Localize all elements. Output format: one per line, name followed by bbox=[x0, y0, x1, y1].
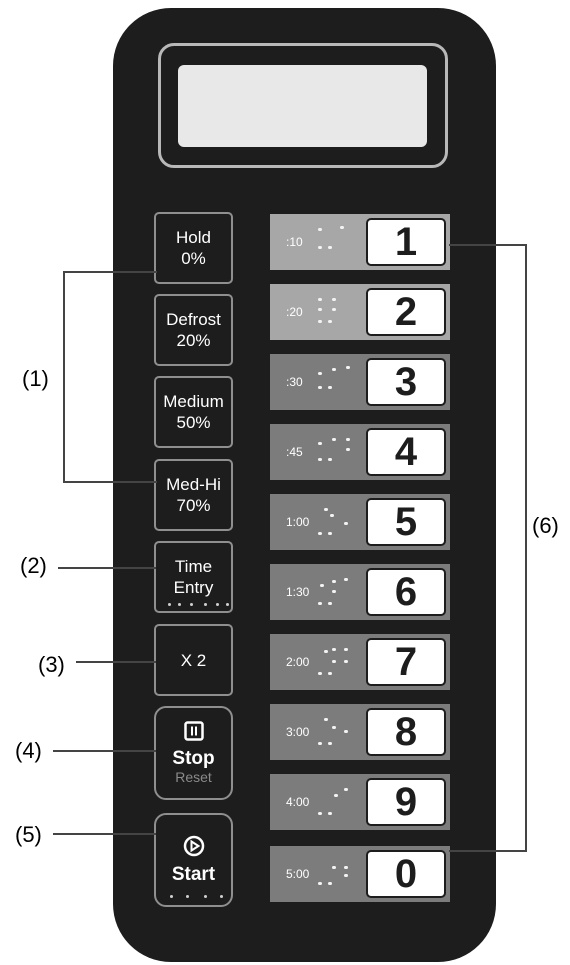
play-icon bbox=[183, 835, 205, 862]
time-preset: 1:30 bbox=[286, 585, 310, 599]
number-key-5[interactable]: 1:00 5 bbox=[270, 494, 450, 550]
number-key-6[interactable]: 1:30 6 bbox=[270, 564, 450, 620]
callout-3: (3) bbox=[38, 652, 65, 677]
medium-button[interactable]: Medium 50% bbox=[154, 376, 233, 448]
x2-button[interactable]: X 2 bbox=[154, 624, 233, 696]
medium-label: Medium bbox=[163, 392, 224, 411]
callout-6: (6) bbox=[532, 513, 559, 538]
defrost-power: 20% bbox=[176, 331, 211, 350]
bracket-6-bottom bbox=[449, 850, 527, 852]
braille-dots bbox=[310, 854, 360, 894]
digit-label: 5 bbox=[366, 498, 446, 546]
braille-dots bbox=[310, 432, 360, 472]
med-hi-power: 70% bbox=[176, 496, 211, 515]
digit-label: 8 bbox=[366, 708, 446, 756]
digit-label: 3 bbox=[366, 358, 446, 406]
time-preset: :30 bbox=[286, 375, 303, 389]
callout-5: (5) bbox=[15, 822, 42, 847]
braille-dots bbox=[310, 502, 360, 542]
leader-5 bbox=[53, 833, 156, 835]
braille-dots bbox=[156, 603, 231, 607]
start-button[interactable]: Start bbox=[154, 813, 233, 907]
stop-reset-button[interactable]: Stop Reset bbox=[154, 706, 233, 800]
braille-dots bbox=[310, 712, 360, 752]
number-key-0[interactable]: 5:00 0 bbox=[270, 846, 450, 902]
callout-1: (1) bbox=[22, 366, 49, 391]
start-label: Start bbox=[171, 864, 216, 885]
med-hi-button[interactable]: Med-Hi 70% bbox=[154, 459, 233, 531]
time-preset: :10 bbox=[286, 235, 303, 249]
leader-2 bbox=[58, 567, 156, 569]
digit-label: 0 bbox=[366, 850, 446, 898]
bracket-1-top bbox=[63, 271, 157, 273]
leader-4 bbox=[53, 750, 156, 752]
braille-dots bbox=[310, 572, 360, 612]
number-key-2[interactable]: :20 2 bbox=[270, 284, 450, 340]
number-key-4[interactable]: :45 4 bbox=[270, 424, 450, 480]
time-entry-label-2: Entry bbox=[173, 578, 214, 597]
number-key-1[interactable]: :10 1 bbox=[270, 214, 450, 270]
x2-label: X 2 bbox=[180, 650, 207, 670]
hold-power: 0% bbox=[181, 249, 206, 268]
digit-label: 7 bbox=[366, 638, 446, 686]
defrost-label: Defrost bbox=[166, 310, 221, 329]
time-preset: 5:00 bbox=[286, 867, 310, 881]
reset-label: Reset bbox=[175, 769, 212, 785]
defrost-button[interactable]: Defrost 20% bbox=[154, 294, 233, 366]
time-preset: :20 bbox=[286, 305, 303, 319]
digit-label: 2 bbox=[366, 288, 446, 336]
number-key-3[interactable]: :30 3 bbox=[270, 354, 450, 410]
bracket-1-vertical bbox=[63, 271, 65, 483]
pause-icon bbox=[183, 721, 204, 746]
time-preset: 3:00 bbox=[286, 725, 310, 739]
number-key-7[interactable]: 2:00 7 bbox=[270, 634, 450, 690]
digit-label: 1 bbox=[366, 218, 446, 266]
braille-dots bbox=[310, 292, 360, 332]
digit-label: 4 bbox=[366, 428, 446, 476]
braille-dots bbox=[310, 222, 360, 262]
time-preset: 2:00 bbox=[286, 655, 310, 669]
digit-label: 6 bbox=[366, 568, 446, 616]
medium-power: 50% bbox=[176, 413, 211, 432]
hold-label: Hold bbox=[176, 228, 211, 247]
digit-label: 9 bbox=[366, 778, 446, 826]
bracket-1-bottom bbox=[63, 481, 157, 483]
hold-button[interactable]: Hold 0% bbox=[154, 212, 233, 284]
time-preset: 1:00 bbox=[286, 515, 310, 529]
bracket-6-vertical bbox=[525, 244, 527, 852]
time-preset: 4:00 bbox=[286, 795, 310, 809]
number-key-8[interactable]: 3:00 8 bbox=[270, 704, 450, 760]
number-key-9[interactable]: 4:00 9 bbox=[270, 774, 450, 830]
braille-dots bbox=[310, 642, 360, 682]
leader-3 bbox=[76, 661, 156, 663]
bracket-6-top bbox=[449, 244, 527, 246]
display-screen bbox=[178, 65, 427, 147]
med-hi-label: Med-Hi bbox=[166, 475, 221, 494]
time-entry-label-1: Time bbox=[174, 557, 213, 576]
braille-dots bbox=[310, 782, 360, 822]
stop-label: Stop bbox=[172, 748, 215, 769]
time-entry-button[interactable]: Time Entry bbox=[154, 541, 233, 613]
braille-dots bbox=[310, 362, 360, 402]
callout-2: (2) bbox=[20, 553, 47, 578]
callout-4: (4) bbox=[15, 738, 42, 763]
braille-dots bbox=[156, 895, 231, 899]
time-preset: :45 bbox=[286, 445, 303, 459]
